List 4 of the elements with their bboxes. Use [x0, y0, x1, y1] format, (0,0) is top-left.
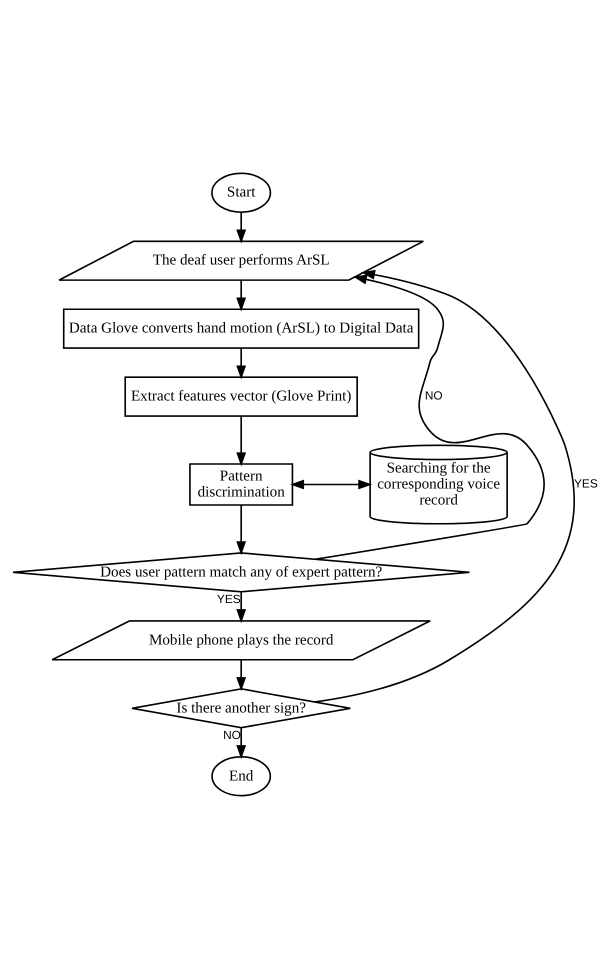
- edge-label: YES: [216, 592, 241, 606]
- edge-label: YES: [574, 476, 598, 491]
- edge-label: NO: [223, 728, 241, 742]
- edge-label: NO: [424, 388, 443, 403]
